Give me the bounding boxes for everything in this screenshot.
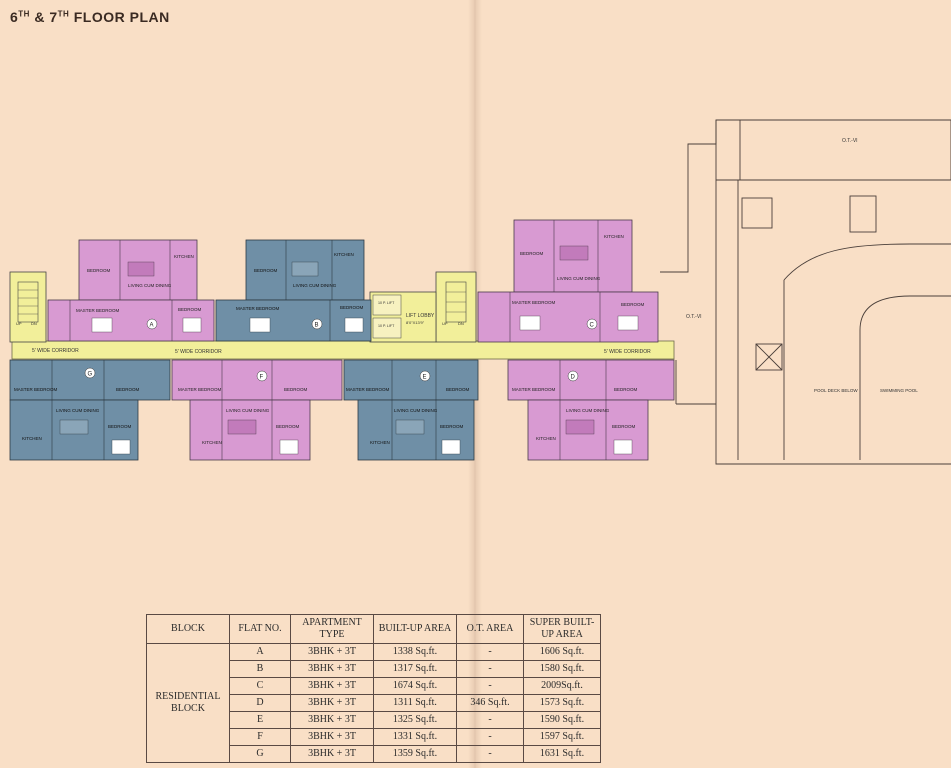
svg-text:LIVING CUM DINING: LIVING CUM DINING xyxy=(557,276,601,281)
header-built-up-area: BUILT-UP AREA xyxy=(373,614,457,644)
svg-text:BEDROOM: BEDROOM xyxy=(520,251,544,256)
lift-1-label: 10 P. LIFT xyxy=(378,301,395,305)
svg-text:BEDROOM: BEDROOM xyxy=(621,302,645,307)
svg-text:MASTER BEDROOM: MASTER BEDROOM xyxy=(76,308,120,313)
svg-text:BEDROOM: BEDROOM xyxy=(276,424,300,429)
svg-text:KITCHEN: KITCHEN xyxy=(536,436,556,441)
svg-text:BEDROOM: BEDROOM xyxy=(87,268,111,273)
svg-text:DN: DN xyxy=(458,321,464,326)
svg-text:KITCHEN: KITCHEN xyxy=(604,234,624,239)
flat-a: LIVING CUM DINING MASTER BEDROOM BEDROOM… xyxy=(47,239,215,342)
table-row: F 3BHK + 3T 1331 Sq.ft. - 1597 Sq.ft. xyxy=(147,728,601,746)
corridor-label-right: 5' WIDE CORRIDOR xyxy=(604,349,651,355)
flat-d: LIVING CUM DINING MASTER BEDROOM BEDROOM… xyxy=(507,359,675,461)
svg-text:KITCHEN: KITCHEN xyxy=(22,436,42,441)
svg-text:LIVING CUM DINING: LIVING CUM DINING xyxy=(226,408,270,413)
svg-text:MASTER BEDROOM: MASTER BEDROOM xyxy=(512,300,556,305)
corridor-label-mid: 5' WIDE CORRIDOR xyxy=(175,349,222,355)
lift-2-label: 10 P. LIFT xyxy=(378,324,395,328)
svg-text:MASTER BEDROOM: MASTER BEDROOM xyxy=(14,387,58,392)
table-row: RESIDENTIAL BLOCK A 3BHK + 3T 1338 Sq.ft… xyxy=(146,643,601,763)
flat-c: LIVING CUM DINING MASTER BEDROOM BEDROOM… xyxy=(477,219,659,343)
svg-text:BEDROOM: BEDROOM xyxy=(446,387,470,392)
flat-label-e: E xyxy=(423,375,427,381)
floor-plan: 5' WIDE CORRIDOR 5' WIDE CORRIDOR 5' WID… xyxy=(9,119,951,465)
svg-text:KITCHEN: KITCHEN xyxy=(334,252,354,257)
svg-text:BEDROOM: BEDROOM xyxy=(612,424,636,429)
svg-text:UP: UP xyxy=(16,321,22,326)
swimming-pool-label: SWIMMING POOL xyxy=(880,388,918,393)
ot-vi-top-label: O.T.-VI xyxy=(842,138,858,144)
header-apartment-type: APARTMENT TYPE xyxy=(290,614,374,644)
svg-text:LIVING CUM DINING: LIVING CUM DINING xyxy=(128,283,172,288)
area-table: BLOCK FLAT NO. APARTMENT TYPE BUILT-UP A… xyxy=(146,614,601,763)
main-corridor xyxy=(11,340,675,360)
table-row: C 3BHK + 3T 1674 Sq.ft. - 2009Sq.ft. xyxy=(147,677,601,695)
corridor-label-left: 5' WIDE CORRIDOR xyxy=(32,348,79,354)
svg-text:MASTER BEDROOM: MASTER BEDROOM xyxy=(236,306,280,311)
ot-vi-side-label: O.T.-VI xyxy=(686,314,702,320)
lift-lobby: 10 P. LIFT 10 P. LIFT LIFT LOBBY 8'0"X13… xyxy=(369,291,437,343)
header-flat-no: FLAT NO. xyxy=(229,614,291,644)
pool-deck-label: POOL DECK BELOW xyxy=(814,388,858,393)
svg-text:LIVING CUM DINING: LIVING CUM DINING xyxy=(56,408,100,413)
svg-text:BEDROOM: BEDROOM xyxy=(178,307,202,312)
open-terrace-area xyxy=(660,119,951,465)
svg-text:KITCHEN: KITCHEN xyxy=(370,440,390,445)
lift-lobby-size: 8'0"X13'9" xyxy=(406,320,425,325)
flat-label-g: G xyxy=(88,372,93,378)
svg-text:KITCHEN: KITCHEN xyxy=(174,254,194,259)
svg-text:BEDROOM: BEDROOM xyxy=(108,424,132,429)
table-row: G 3BHK + 3T 1359 Sq.ft. - 1631 Sq.ft. xyxy=(147,745,601,763)
flat-label-f: F xyxy=(260,375,264,381)
flat-label-b: B xyxy=(315,323,319,329)
flat-g: LIVING CUM DINING MASTER BEDROOM BEDROOM… xyxy=(9,359,171,461)
page-title: 6TH & 7TH FLOOR PLAN xyxy=(10,9,170,25)
svg-text:LIVING CUM DINING: LIVING CUM DINING xyxy=(293,283,337,288)
table-header-row: BLOCK FLAT NO. APARTMENT TYPE BUILT-UP A… xyxy=(146,614,601,644)
header-ot-area: O.T. AREA xyxy=(456,614,524,644)
svg-text:LIVING CUM DINING: LIVING CUM DINING xyxy=(566,408,610,413)
flat-label-c: C xyxy=(590,323,595,329)
lift-lobby-label: LIFT LOBBY xyxy=(406,313,435,319)
svg-text:KITCHEN: KITCHEN xyxy=(202,440,222,445)
svg-text:BEDROOM: BEDROOM xyxy=(254,268,278,273)
svg-text:MASTER BEDROOM: MASTER BEDROOM xyxy=(346,387,390,392)
svg-text:MASTER BEDROOM: MASTER BEDROOM xyxy=(178,387,222,392)
flat-label-a: A xyxy=(150,323,154,329)
header-block: BLOCK xyxy=(146,614,230,644)
svg-text:DN: DN xyxy=(31,321,37,326)
stair-left: UP DN xyxy=(9,271,47,343)
header-super-built-up-area: SUPER BUILT-UP AREA xyxy=(523,614,601,644)
stair-right: UP DN xyxy=(435,271,477,343)
svg-text:BEDROOM: BEDROOM xyxy=(284,387,308,392)
flat-e: LIVING CUM DINING MASTER BEDROOM BEDROOM… xyxy=(343,359,479,461)
svg-text:LIVING CUM DINING: LIVING CUM DINING xyxy=(394,408,438,413)
flat-f: LIVING CUM DINING MASTER BEDROOM BEDROOM… xyxy=(171,359,343,461)
table-row: E 3BHK + 3T 1325 Sq.ft. - 1590 Sq.ft. xyxy=(147,711,601,729)
svg-text:BEDROOM: BEDROOM xyxy=(440,424,464,429)
svg-text:BEDROOM: BEDROOM xyxy=(116,387,140,392)
svg-text:MASTER BEDROOM: MASTER BEDROOM xyxy=(512,387,556,392)
flat-b: LIVING CUM DINING MASTER BEDROOM BEDROOM… xyxy=(215,239,372,342)
block-cell: RESIDENTIAL BLOCK xyxy=(146,643,230,763)
svg-text:BEDROOM: BEDROOM xyxy=(614,387,638,392)
svg-text:UP: UP xyxy=(442,321,448,326)
table-row: D 3BHK + 3T 1311 Sq.ft. 346 Sq.ft. 1573 … xyxy=(147,694,601,712)
flat-label-d: D xyxy=(571,375,576,381)
svg-text:BEDROOM: BEDROOM xyxy=(340,305,364,310)
